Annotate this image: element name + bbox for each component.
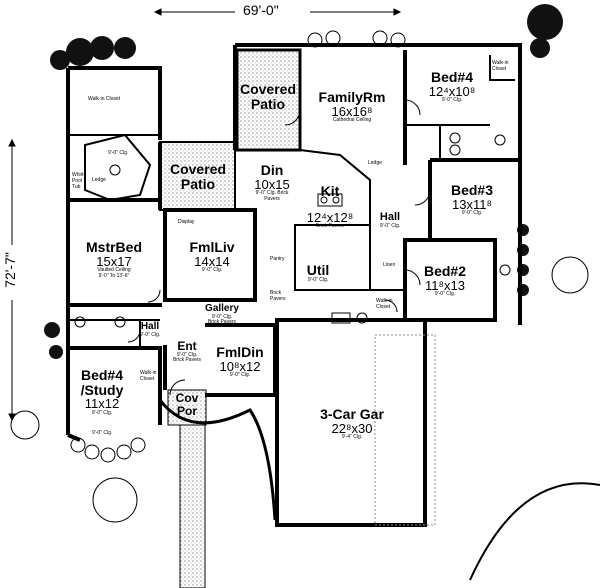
room-covered-patio-mid: Covered Patio xyxy=(169,161,227,192)
covered-patio-top-area xyxy=(235,48,302,152)
walls xyxy=(66,43,522,442)
walkin-closet-bed2-label: Walk-in Closet xyxy=(376,298,393,310)
walkway xyxy=(179,424,206,588)
landscaping-outlines xyxy=(10,30,600,581)
room-covered-patio-top: Covered Patio xyxy=(239,81,297,112)
garage-driveway xyxy=(374,334,436,526)
walkin-closet-bed4-label: Walk-in Closet xyxy=(492,60,509,72)
brick-pavers-label: Brick Pavers xyxy=(270,290,286,302)
ledge-kitchen-label: Ledge xyxy=(368,160,382,166)
pantry-label: Pantry xyxy=(270,256,285,262)
dimension-width: 69'-0" xyxy=(243,2,279,18)
door-swings xyxy=(127,99,431,396)
whirlpool-tub-label: Whirl-Pool Tub xyxy=(72,172,86,190)
bay-ceiling-label: 9'-0" Clg. xyxy=(92,430,113,436)
walkin-closet-study-label: Walk-in Closet xyxy=(140,370,157,382)
dimension-depth: 72'-7" xyxy=(1,252,18,288)
garage-area xyxy=(275,318,427,527)
ledge-label: Ledge xyxy=(92,177,106,183)
kitchen-island xyxy=(317,193,343,207)
bath-fixtures xyxy=(74,132,511,328)
display-label: Display xyxy=(178,219,195,225)
master-bath-ceiling-label: 9'-0" Clg. xyxy=(108,150,129,156)
linen-label: Linen xyxy=(383,262,396,268)
interior-walls xyxy=(70,55,515,348)
landscaping-shrubs xyxy=(44,4,563,359)
dimension-width-line xyxy=(153,8,402,16)
porch-arc xyxy=(158,399,277,521)
walkin-closet-master-label: Walk-in Closet xyxy=(88,96,121,102)
